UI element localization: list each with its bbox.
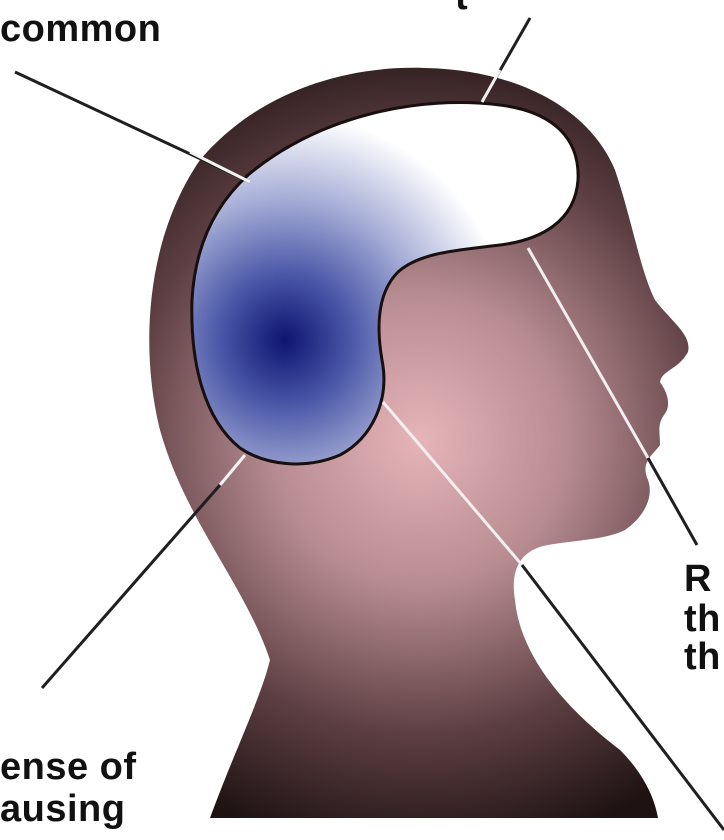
label-top-left: common	[0, 10, 161, 48]
label-bottom-left-line2: ausing	[0, 790, 125, 828]
label-top-center: t	[455, 0, 468, 16]
label-bottom-left-line1: ense of	[0, 748, 137, 786]
label-right-line3: th	[684, 638, 721, 676]
leader-line-right-outer	[648, 458, 697, 545]
label-right-line2: th	[684, 600, 721, 638]
leader-line-bottom-left-outer	[42, 485, 220, 688]
label-right-line1: R	[684, 560, 712, 598]
